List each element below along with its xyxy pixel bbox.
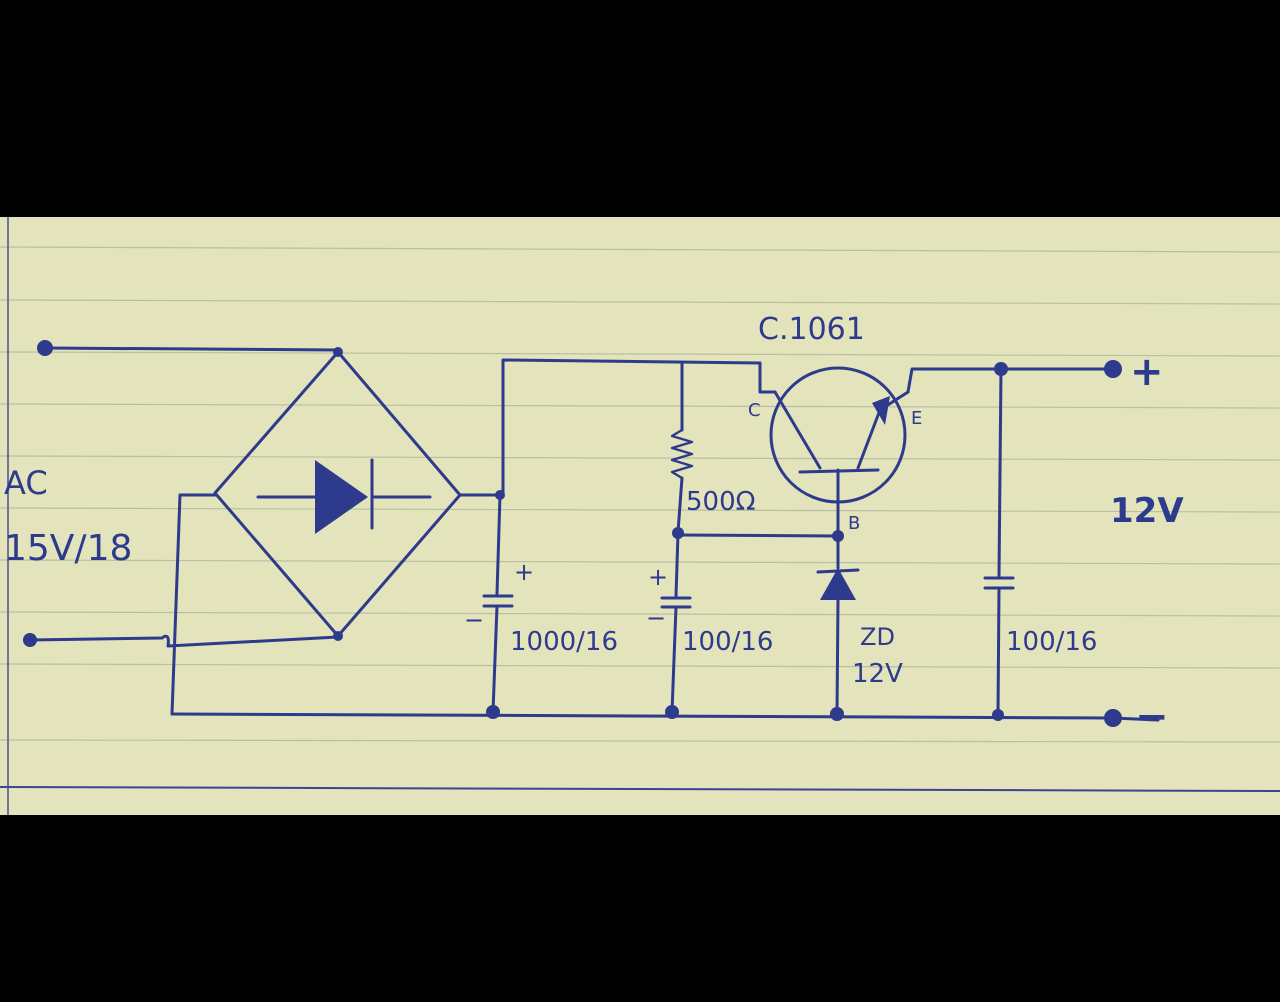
output-terminals xyxy=(1111,716,1160,722)
positive-rail xyxy=(458,358,1122,500)
capacitor-2-label: 100/16 xyxy=(682,627,773,657)
cap1-plus-label: + xyxy=(514,558,534,586)
bridge-rectifier xyxy=(213,347,462,641)
cap2-plus-label: + xyxy=(648,563,668,591)
cap1-minus-label: − xyxy=(464,606,484,634)
transistor-label: C.1061 xyxy=(758,312,865,347)
base-label: B xyxy=(848,513,860,534)
resistor-label: 500Ω xyxy=(686,487,756,517)
capacitor-100uf-2 xyxy=(983,367,1015,717)
capacitor-100uf-1 xyxy=(660,531,840,714)
collector-label: C xyxy=(748,400,761,421)
transistor-c1061 xyxy=(769,366,910,542)
capacitor-3-label: 100/16 xyxy=(1006,627,1097,657)
capacitor-1-label: 1000/16 xyxy=(510,627,618,657)
output-plus-label: + xyxy=(1130,349,1164,395)
negative-rail xyxy=(170,705,1122,727)
zener-name-label: ZD xyxy=(860,623,895,651)
capacitor-1000uf xyxy=(482,493,514,714)
ac-label: AC xyxy=(4,464,48,502)
zener-diode xyxy=(816,534,860,716)
ac-voltage-label: 15V/18 xyxy=(4,528,132,569)
output-minus-label: − xyxy=(1135,694,1169,740)
output-voltage-label: 12V xyxy=(1110,491,1184,531)
zener-voltage-label: 12V xyxy=(852,659,903,689)
emitter-label: E xyxy=(911,408,922,429)
ruled-lines xyxy=(0,217,1280,815)
ac-input-wires xyxy=(23,340,340,716)
cap2-minus-label: − xyxy=(646,604,666,632)
